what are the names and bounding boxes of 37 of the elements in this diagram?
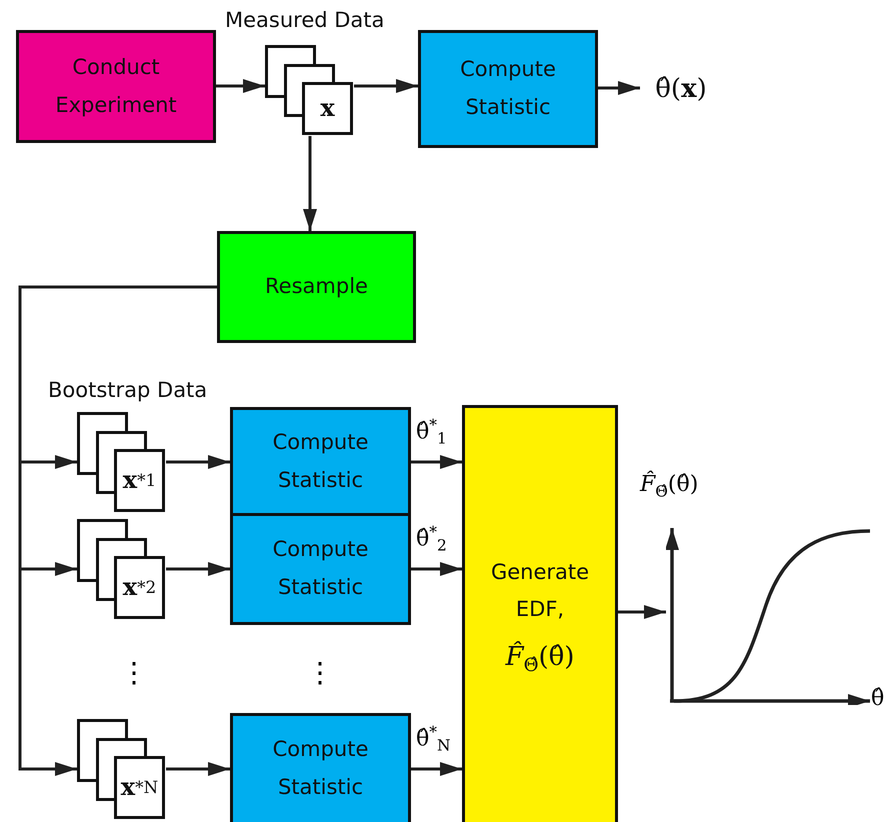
output-label: θ̂(x) [655,74,707,104]
arrow [216,79,265,93]
data-stack [77,719,166,820]
arrow [411,562,462,576]
ellipsis: ⋮ [306,655,334,691]
process-box [230,407,411,516]
box-label: Generate EDF, [490,558,590,624]
box-label: Compute Statistic [272,736,370,801]
arrow [354,79,418,93]
axis-label: θ̂ [871,688,884,710]
ellipsis: ⋮ [120,655,148,691]
arrow [618,605,666,619]
arrow [411,455,462,469]
box-label: Conduct Experiment [54,54,178,118]
arrow [166,455,230,469]
variable-label: x [319,92,336,124]
data-stack [77,519,166,620]
process-box [462,405,618,822]
process-box [418,30,598,148]
data-stack [77,412,166,513]
arrow [303,136,317,231]
box-label: Compute Statistic [459,56,557,121]
formula: F̂$_{Θ̂}$(θ̂) [506,643,574,676]
process-box [230,713,411,822]
arrow [166,562,230,576]
process-box [217,231,416,343]
group-caption: Measured Data [225,8,384,32]
process-box [16,30,216,143]
group-caption: Bootstrap Data [48,378,208,402]
data-stack [265,45,354,136]
box-label: Resample [265,273,368,300]
arrow [411,762,462,776]
box-label: Compute Statistic [272,536,370,601]
arrow [166,762,230,776]
arrow [598,81,640,95]
box-label: Compute Statistic [272,428,370,494]
process-box [230,513,411,625]
